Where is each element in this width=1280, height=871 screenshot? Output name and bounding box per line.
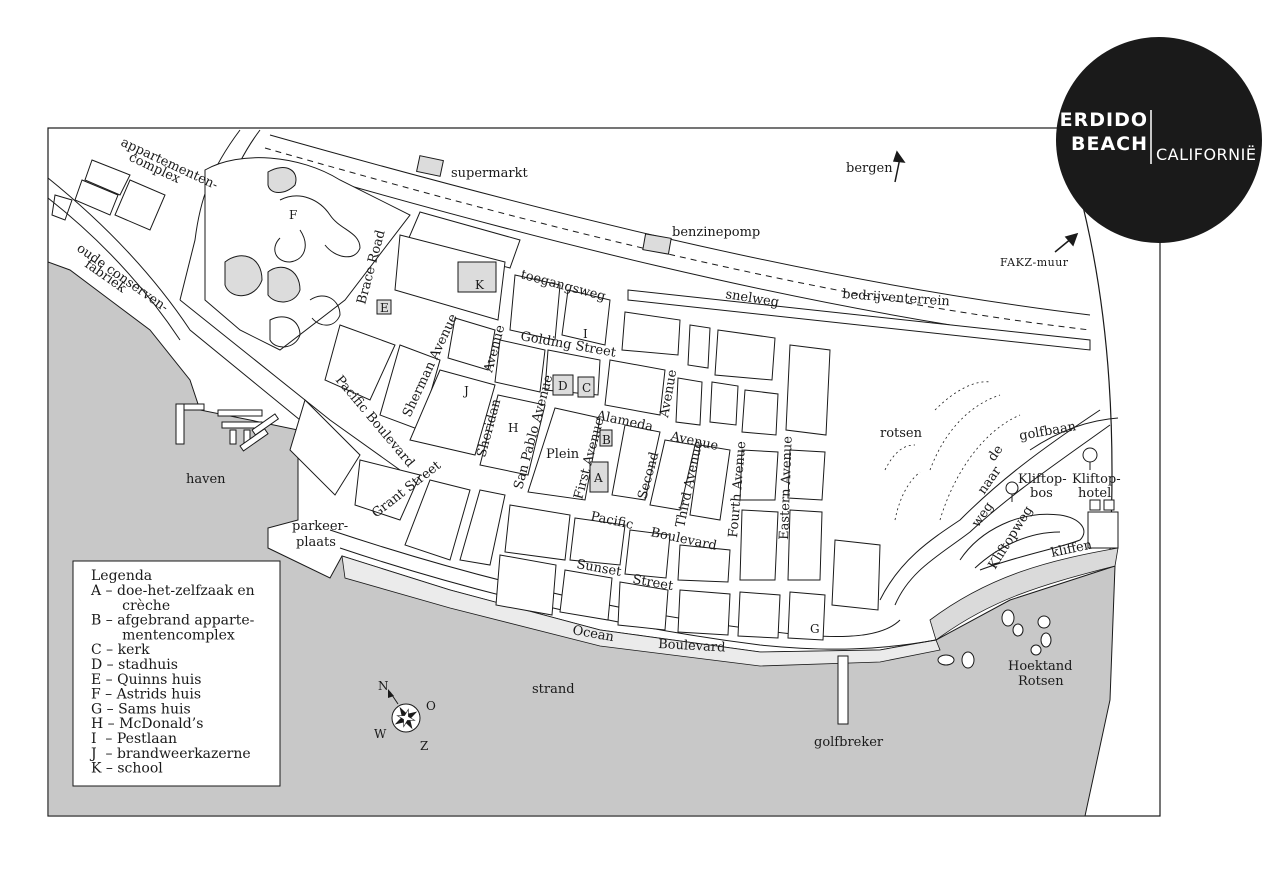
building-k (457, 261, 497, 293)
marker-g: G (810, 622, 820, 636)
street-eastern-avenue: Eastern Avenue (777, 435, 796, 540)
marker-b: B (602, 433, 611, 447)
street-street-sunset: Street (631, 572, 675, 594)
label-haven: haven (186, 472, 226, 487)
label-kliftophotel-2: hotel (1078, 486, 1111, 501)
label-kliftopbos-1: Kliftop- (1018, 472, 1067, 487)
label-hoektand-1: Hoektand (1008, 659, 1072, 674)
apartment-blocks (51, 159, 166, 231)
label-kliftopbos-2: bos (1030, 486, 1053, 501)
marker-h: H (508, 421, 518, 435)
badge-line-1: PERDIDO (1045, 109, 1148, 131)
legend-item: G – Sams huis (91, 701, 191, 717)
label-plein: Plein (546, 447, 580, 462)
label-benzinepomp: benzinepomp (672, 225, 760, 240)
golf-course-edge (1029, 417, 1119, 451)
roadside-buildings (416, 155, 672, 255)
label-golfbreker: golfbreker (814, 735, 884, 750)
legend-item: B – afgebrand apparte- (91, 613, 255, 629)
legend-item: mentencomplex (91, 627, 235, 643)
legend-item: E – Quinns huis (91, 672, 201, 688)
legend-item: I – Pestlaan (91, 731, 177, 747)
label-fakz-muur: FAKZ-muur (1000, 256, 1069, 269)
legend-item: J – brandweerkazerne (89, 746, 251, 762)
legend-title: Legenda (91, 568, 152, 584)
breakwater (837, 655, 849, 725)
kliftopweg (879, 409, 1111, 606)
beach-sand (341, 555, 941, 667)
street-ocean: Ocean (571, 623, 615, 645)
legend-item: H – McDonald’s (91, 716, 203, 732)
marker-d: D (558, 379, 568, 393)
compass-w: W (374, 727, 387, 741)
legend-item: A – doe-het-zelfzaak en (90, 583, 255, 599)
legend-item: C – kerk (91, 642, 150, 658)
city-blocks (289, 211, 1091, 641)
hoektand-rocks (937, 609, 1052, 669)
marker-e: E (380, 301, 389, 315)
label-rotsen: rotsen (880, 426, 923, 441)
marked-buildings (376, 261, 613, 493)
badge-line-2: BEACH (1071, 133, 1148, 155)
hotel-buildings (1087, 499, 1119, 549)
title-badge: PERDIDO BEACH CALIFORNIË (1045, 37, 1262, 243)
label-parkeer-1: parkeer- (292, 519, 348, 534)
legend-item: D – stadhuis (91, 657, 178, 673)
badge-line-3: CALIFORNIË (1156, 145, 1256, 164)
label-supermarkt: supermarkt (451, 166, 528, 181)
marker-f: F (289, 208, 297, 222)
legend: Legenda A – doe-het-zelfzaak en crècheB … (72, 560, 281, 787)
harbour-piers (175, 403, 280, 452)
marker-j: J (462, 384, 469, 398)
label-kliftophotel-1: Kliftop- (1072, 472, 1121, 487)
building-c (577, 376, 595, 398)
building-a (589, 461, 609, 493)
marker-i: I (583, 327, 588, 341)
label-bergen: bergen (846, 161, 893, 176)
legend-box (72, 560, 281, 787)
legend-item: F – Astrids huis (91, 687, 201, 703)
label-parkeer-2: plaats (296, 535, 336, 550)
legend-item: K – school (91, 761, 163, 777)
label-hoektand-2: Rotsen (1018, 674, 1064, 689)
marker-c: C (582, 381, 591, 395)
marker-k: K (475, 278, 485, 292)
park-area (204, 157, 411, 351)
street-boulevard-ocean: Boulevard (658, 637, 726, 655)
marker-a: A (593, 471, 603, 485)
legend-item: crèche (91, 598, 170, 614)
building-b (599, 429, 613, 447)
compass-rose: N O Z W (374, 679, 436, 753)
marker-letters: K E F I D C B A J H G (289, 208, 820, 636)
compass-o: O (426, 699, 436, 713)
direction-arrows (892, 150, 1079, 253)
tree-icons (1005, 447, 1098, 502)
building-d (552, 374, 574, 396)
label-strand: strand (532, 682, 575, 697)
compass-z: Z (420, 739, 428, 753)
rock-hatching (884, 381, 1021, 521)
building-e (376, 299, 392, 315)
compass-n: N (378, 679, 389, 693)
